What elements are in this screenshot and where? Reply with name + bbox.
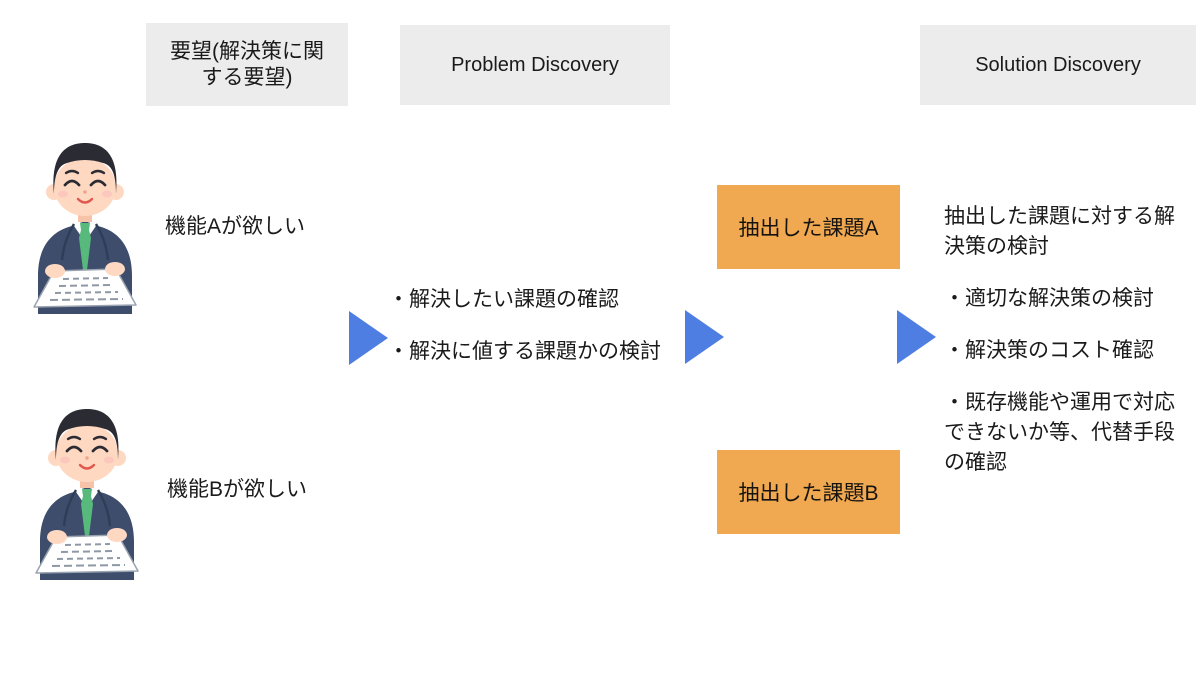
lane-header-problem-discovery: Problem Discovery [400,25,670,105]
flow-arrow-3-icon [897,310,936,364]
problem-bullet: ・解決したい課題の確認 [388,288,619,311]
request-a-label: 機能Aが欲しい [165,215,306,238]
solution-bullet: ・既存機能や運用で対応 できないか等、代替手段 の確認 [944,391,1175,474]
solution-bullet: ・解決策のコスト確認 [944,339,1154,362]
lane-header-solution-discovery: Solution Discovery [920,25,1196,105]
problem-bullet: ・解決に値する課題かの検討 [388,340,661,363]
flow-arrow-2-icon [685,310,724,364]
extracted-issue-a-box: 抽出した課題A [717,185,900,269]
businessman-b-illustration [34,407,140,582]
solution-heading: 抽出した課題に対する解 決策の検討 [944,205,1175,258]
problem-discovery-bullets: ・解決したい課題の確認 ・解決に値する課題かの検討 [388,286,661,366]
lane-header-requests: 要望(解決策に関 する要望) [146,23,348,106]
businessman-a-illustration [32,141,138,316]
extracted-issue-b-box: 抽出した課題B [717,450,900,534]
flow-arrow-1-icon [349,311,388,365]
request-b-label: 機能Bが欲しい [167,478,308,501]
solution-discovery-notes: 抽出した課題に対する解 決策の検討 ・適切な解決策の検討 ・解決策のコスト確認 … [944,202,1200,478]
solution-bullet: ・適切な解決策の検討 [944,287,1154,310]
